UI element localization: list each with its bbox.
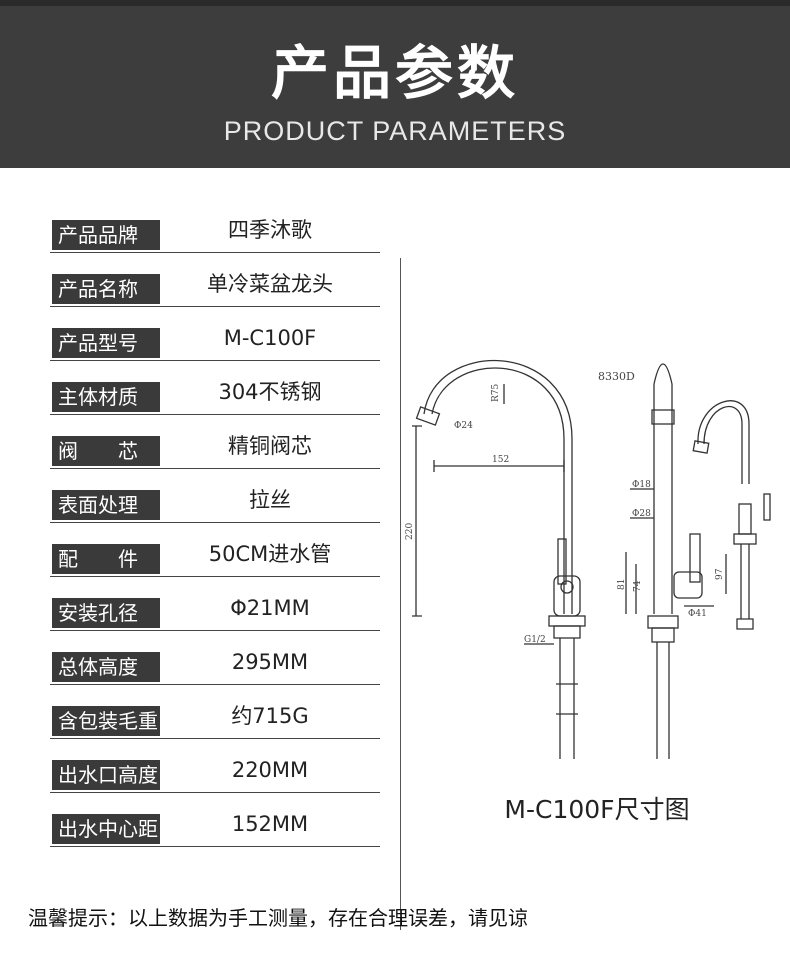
- param-row-model: 产品型号 M-C100F: [50, 318, 380, 372]
- model-code: 8330D: [598, 370, 635, 383]
- row-divider: [50, 630, 380, 631]
- param-value: 50CM进水管: [208, 542, 332, 566]
- vertical-divider: [400, 258, 401, 930]
- drawing-caption: M-C100F尺寸图: [504, 795, 690, 824]
- dim-d28: Φ28: [632, 509, 651, 519]
- param-value: 单冷菜盆龙头: [207, 272, 333, 296]
- page-subtitle: PRODUCT PARAMETERS: [223, 116, 567, 146]
- row-divider: [50, 792, 380, 793]
- spout-inner: [423, 359, 573, 614]
- dim-d41: Φ41: [688, 609, 707, 619]
- param-label: 配 件: [52, 544, 160, 574]
- dim-r75: R75: [491, 383, 501, 402]
- parameter-table: 产品品牌 四季沐歌 产品名称 单冷菜盆龙头 产品型号 M-C100F 主体材质 …: [50, 210, 380, 858]
- row-divider: [50, 684, 380, 685]
- param-row-outlet-distance: 出水中心距 152MM: [50, 804, 380, 858]
- row-divider: [50, 252, 380, 253]
- param-value: 四季沐歌: [228, 218, 312, 242]
- row-divider: [50, 846, 380, 847]
- param-row-accessory: 配 件 50CM进水管: [50, 534, 380, 588]
- dim-220: 220: [405, 523, 415, 540]
- param-label: 产品名称: [52, 274, 160, 304]
- param-value: M-C100F: [223, 326, 317, 350]
- param-value: 304不锈钢: [218, 380, 322, 404]
- row-divider: [50, 522, 380, 523]
- header-top-line: [0, 0, 790, 6]
- param-row-height: 总体高度 295MM: [50, 642, 380, 696]
- param-row-material: 主体材质 304不锈钢: [50, 372, 380, 426]
- param-label: 出水中心距: [52, 814, 160, 844]
- param-label: 安装孔径: [52, 598, 160, 628]
- spout-outer: [431, 367, 565, 614]
- row-divider: [50, 306, 380, 307]
- dim-d18: Φ18: [632, 480, 651, 490]
- disclaimer-note: 温馨提示：以上数据为手工测量，存在合理误差，请见谅: [28, 906, 528, 930]
- param-row-valve: 阀 芯 精铜阀芯: [50, 426, 380, 480]
- param-value: 220MM: [231, 758, 309, 782]
- row-divider: [50, 468, 380, 469]
- param-row-weight: 含包装毛重 约715G: [50, 696, 380, 750]
- param-label: 产品型号: [52, 328, 160, 358]
- row-divider: [50, 576, 380, 577]
- param-label: 出水口高度: [52, 760, 160, 790]
- row-divider: [50, 360, 380, 361]
- param-value: 295MM: [231, 650, 309, 674]
- dim-g12: G1/2: [524, 635, 546, 645]
- row-divider: [50, 414, 380, 415]
- param-label: 阀 芯: [52, 436, 160, 466]
- param-row-finish: 表面处理 拉丝: [50, 480, 380, 534]
- page-title: 产品参数: [270, 39, 519, 107]
- dimension-drawing: R75 Φ24 152 220 G1/2 8330D Φ18 Φ28 81 74…: [405, 359, 771, 759]
- param-row-hole: 安装孔径 Φ21MM: [50, 588, 380, 642]
- dim-97: 97: [715, 568, 725, 580]
- dim-81: 81: [617, 579, 627, 590]
- dim-d24: Φ24: [454, 421, 473, 431]
- param-value: 152MM: [231, 812, 309, 836]
- param-value: Φ21MM: [230, 596, 310, 620]
- param-row-brand: 产品品牌 四季沐歌: [50, 210, 380, 264]
- row-divider: [50, 738, 380, 739]
- param-label: 产品品牌: [52, 220, 160, 250]
- dim-74: 74: [633, 580, 643, 592]
- param-label: 总体高度: [52, 652, 160, 682]
- param-label: 含包装毛重: [52, 706, 160, 736]
- param-value: 拉丝: [249, 488, 291, 512]
- param-row-outlet-height: 出水口高度 220MM: [50, 750, 380, 804]
- header-banner: 产品参数 PRODUCT PARAMETERS: [0, 0, 790, 168]
- param-row-name: 产品名称 单冷菜盆龙头: [50, 264, 380, 318]
- param-value: 约715G: [231, 704, 309, 728]
- dim-152: 152: [492, 455, 509, 465]
- param-value: 精铜阀芯: [228, 434, 312, 458]
- param-label: 表面处理: [52, 490, 160, 520]
- param-label: 主体材质: [52, 382, 160, 412]
